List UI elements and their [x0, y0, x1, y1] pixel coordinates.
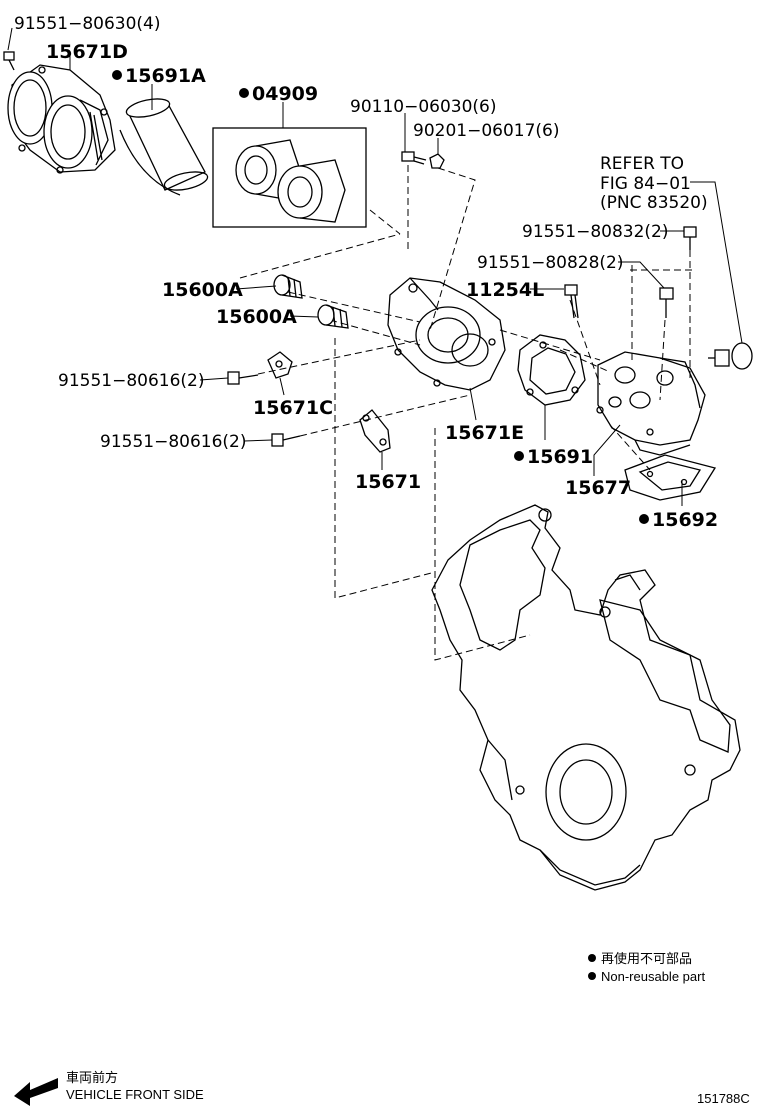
filter-bracket-drawing — [387, 277, 506, 391]
label-91551-80630: 91551−80630(4) — [14, 14, 160, 34]
plate-15671C-drawing — [267, 351, 293, 379]
label-15691: 15691 — [527, 446, 593, 468]
label-15600A-lower: 15600A — [216, 306, 297, 328]
label-90110: 90110−06030(6) — [350, 97, 496, 117]
label-15691A: 15691A — [125, 65, 206, 87]
legend-en: Non-reusable part — [601, 969, 705, 984]
gasket-15691-drawing — [517, 334, 586, 406]
figure-id: 151788C — [697, 1091, 750, 1106]
bolt-91551-80616-a-drawing — [227, 371, 259, 385]
label-91551-80616-b: 91551−80616(2) — [100, 432, 246, 452]
label-15671: 15671 — [355, 471, 421, 493]
kit-04909-box — [212, 102, 367, 228]
oil-filter-cap-drawing — [7, 64, 116, 174]
label-90201: 90201−06017(6) — [413, 121, 559, 141]
plug-15600A-upper-drawing — [273, 274, 303, 299]
refer-line-1: REFER TO — [600, 154, 684, 174]
bolt-11254L-drawing — [564, 284, 579, 319]
label-15671E: 15671E — [445, 422, 524, 444]
plug-15600A-lower-drawing — [317, 304, 349, 329]
direction-en: VEHICLE FRONT SIDE — [66, 1087, 204, 1102]
washer-90201-drawing — [429, 153, 445, 169]
non-reusable-dot-15691A — [112, 70, 122, 80]
label-91551-80616-a: 91551−80616(2) — [58, 371, 204, 391]
label-91551-80832: 91551−80832(2) — [522, 222, 668, 242]
leader-lines — [7, 27, 743, 506]
label-11254L: 11254L — [466, 279, 544, 301]
front-arrow-icon — [14, 1078, 58, 1106]
refer-line-2: FIG 84−01 — [600, 174, 691, 194]
non-reusable-dot-15691 — [514, 451, 524, 461]
bolt-91551-80832-drawing — [683, 226, 697, 250]
filter-element-15691A-drawing — [119, 98, 209, 196]
bolt-91551-80630-drawing — [3, 51, 15, 71]
label-91551-80828: 91551−80828(2) — [477, 253, 623, 273]
oil-cooler-15677-drawing — [596, 351, 706, 456]
bolt-91551-80616-b-drawing — [271, 433, 301, 447]
vehicle-front-indicator: 車両前方 VEHICLE FRONT SIDE — [14, 1070, 204, 1106]
oil-pressure-switch-drawing — [708, 342, 753, 370]
legend-dot-jp — [588, 954, 596, 962]
bolt-91551-80828-drawing — [659, 287, 674, 318]
bolt-90110-drawing — [401, 151, 427, 165]
legend-jp: 再使用不可部品 — [601, 951, 692, 966]
label-15677: 15677 — [565, 477, 631, 499]
legend: 再使用不可部品 Non-reusable part — [588, 951, 705, 984]
refer-line-3: (PNC 83520) — [600, 193, 708, 213]
non-reusable-dot-04909 — [239, 88, 249, 98]
legend-dot-en — [588, 972, 596, 980]
timing-cover-drawing — [431, 504, 741, 891]
label-15692: 15692 — [652, 509, 718, 531]
gasket-15692-drawing — [624, 454, 717, 501]
label-04909: 04909 — [252, 83, 318, 105]
label-15671D: 15671D — [46, 41, 128, 63]
plate-15671-drawing — [359, 409, 391, 453]
direction-jp: 車両前方 — [66, 1070, 118, 1085]
non-reusable-dot-15692 — [639, 514, 649, 524]
label-15600A-upper: 15600A — [162, 279, 243, 301]
label-15671C: 15671C — [253, 397, 333, 419]
